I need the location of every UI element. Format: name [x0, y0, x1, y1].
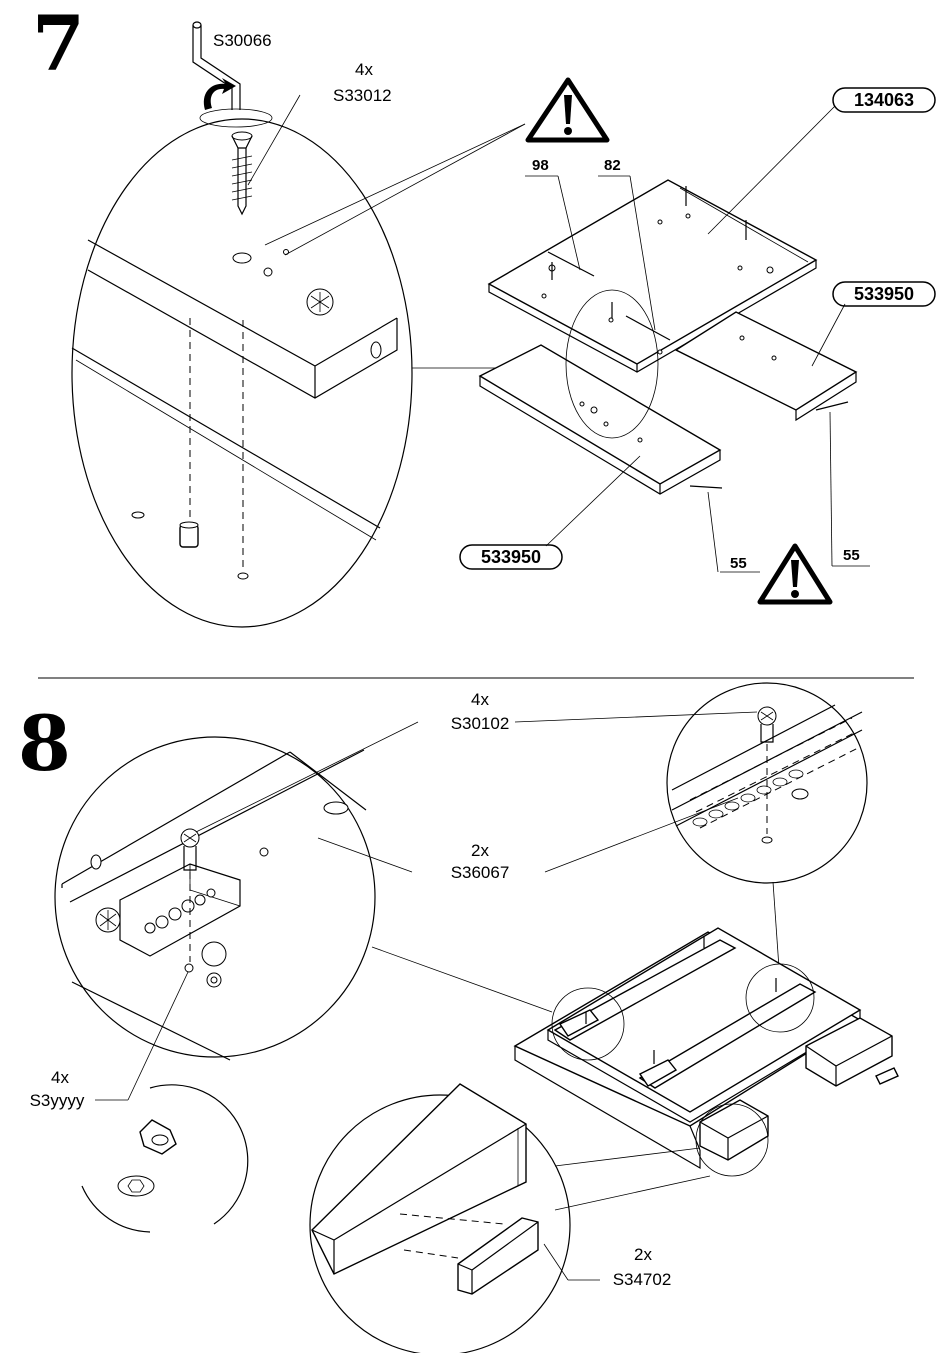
allen-key-tool [192, 21, 273, 128]
dimension-55-right: 55 [815, 401, 870, 567]
assembled-frame [513, 927, 899, 1170]
svg-text:98: 98 [532, 157, 549, 174]
ellipse-slot-row [692, 769, 804, 827]
bracket-detail-bubble-left [54, 736, 376, 1061]
svg-text:533950: 533950 [481, 547, 541, 567]
dimension-98: 98 [525, 157, 595, 277]
side-rail-left-533950 [478, 344, 722, 495]
plug-detail-bubble [309, 1083, 571, 1356]
warning-triangle-icon [757, 543, 833, 605]
warning-triangle-icon [525, 77, 610, 143]
screw-qty-label: 4x [355, 60, 373, 79]
bracket-qty-label: 2x [471, 841, 489, 860]
part-callout-533950-right: 533950 [811, 281, 936, 367]
cam-code-label: S3yyyy [30, 1091, 85, 1110]
svg-text:55: 55 [843, 547, 860, 564]
confirmat-screw [231, 131, 253, 216]
cam-qty-label: 4x [51, 1068, 69, 1087]
bracket-code-label: S36067 [451, 863, 510, 882]
rotate-arrow-icon [203, 78, 236, 110]
svg-text:134063: 134063 [854, 90, 914, 110]
step-7-detail-bubble [71, 118, 413, 628]
dimension-82: 82 [598, 157, 671, 341]
part-callout-533950-left: 533950 [459, 455, 641, 570]
screw-s30102-right [757, 706, 777, 743]
svg-text:55: 55 [730, 555, 747, 572]
svg-text:533950: 533950 [854, 284, 914, 304]
screw-code-label: S33012 [333, 86, 392, 105]
step-7-number: 7 [32, 0, 85, 88]
svg-text:82: 82 [604, 157, 621, 174]
top-panel-134063 [487, 179, 818, 373]
tool-code-label: S30066 [213, 31, 272, 50]
cam-lock-detail [81, 1084, 249, 1233]
screw-code-label-8: S30102 [451, 714, 510, 733]
screw-s30102 [180, 828, 200, 871]
step-8-number: 8 [18, 699, 71, 788]
dimension-55-left: 55 [689, 485, 760, 573]
screw-qty-label-8: 4x [471, 690, 489, 709]
side-rail-right-533950 [674, 311, 858, 422]
bracket-detail-bubble-right [666, 682, 868, 884]
plug-qty-label: 2x [634, 1245, 652, 1264]
part-callout-134063: 134063 [707, 87, 936, 235]
plug-code-label: S34702 [613, 1270, 672, 1289]
